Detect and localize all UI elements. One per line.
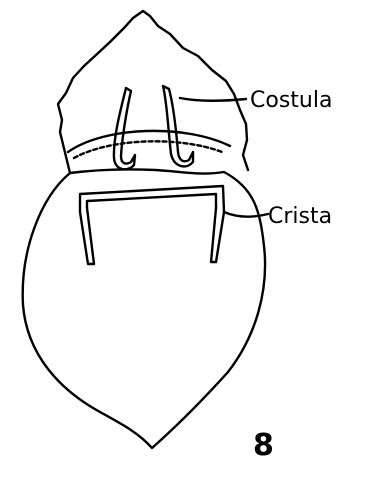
main-oval-body [23,169,265,448]
crista-label: Crista [268,204,332,229]
crista-left-arm [80,208,94,264]
crista-right-arm [211,208,224,262]
crista-leader-line [224,212,268,217]
crista-inner-rim [87,194,216,208]
upper-lobe-outline [58,11,248,173]
crista-outer-rim [80,186,224,212]
right-costula-hook [163,86,193,166]
figure-number: 8 [253,428,274,463]
dashed-ridge-line [74,141,222,158]
costula-label: Costula [250,88,332,113]
left-costula-hook [114,88,135,169]
